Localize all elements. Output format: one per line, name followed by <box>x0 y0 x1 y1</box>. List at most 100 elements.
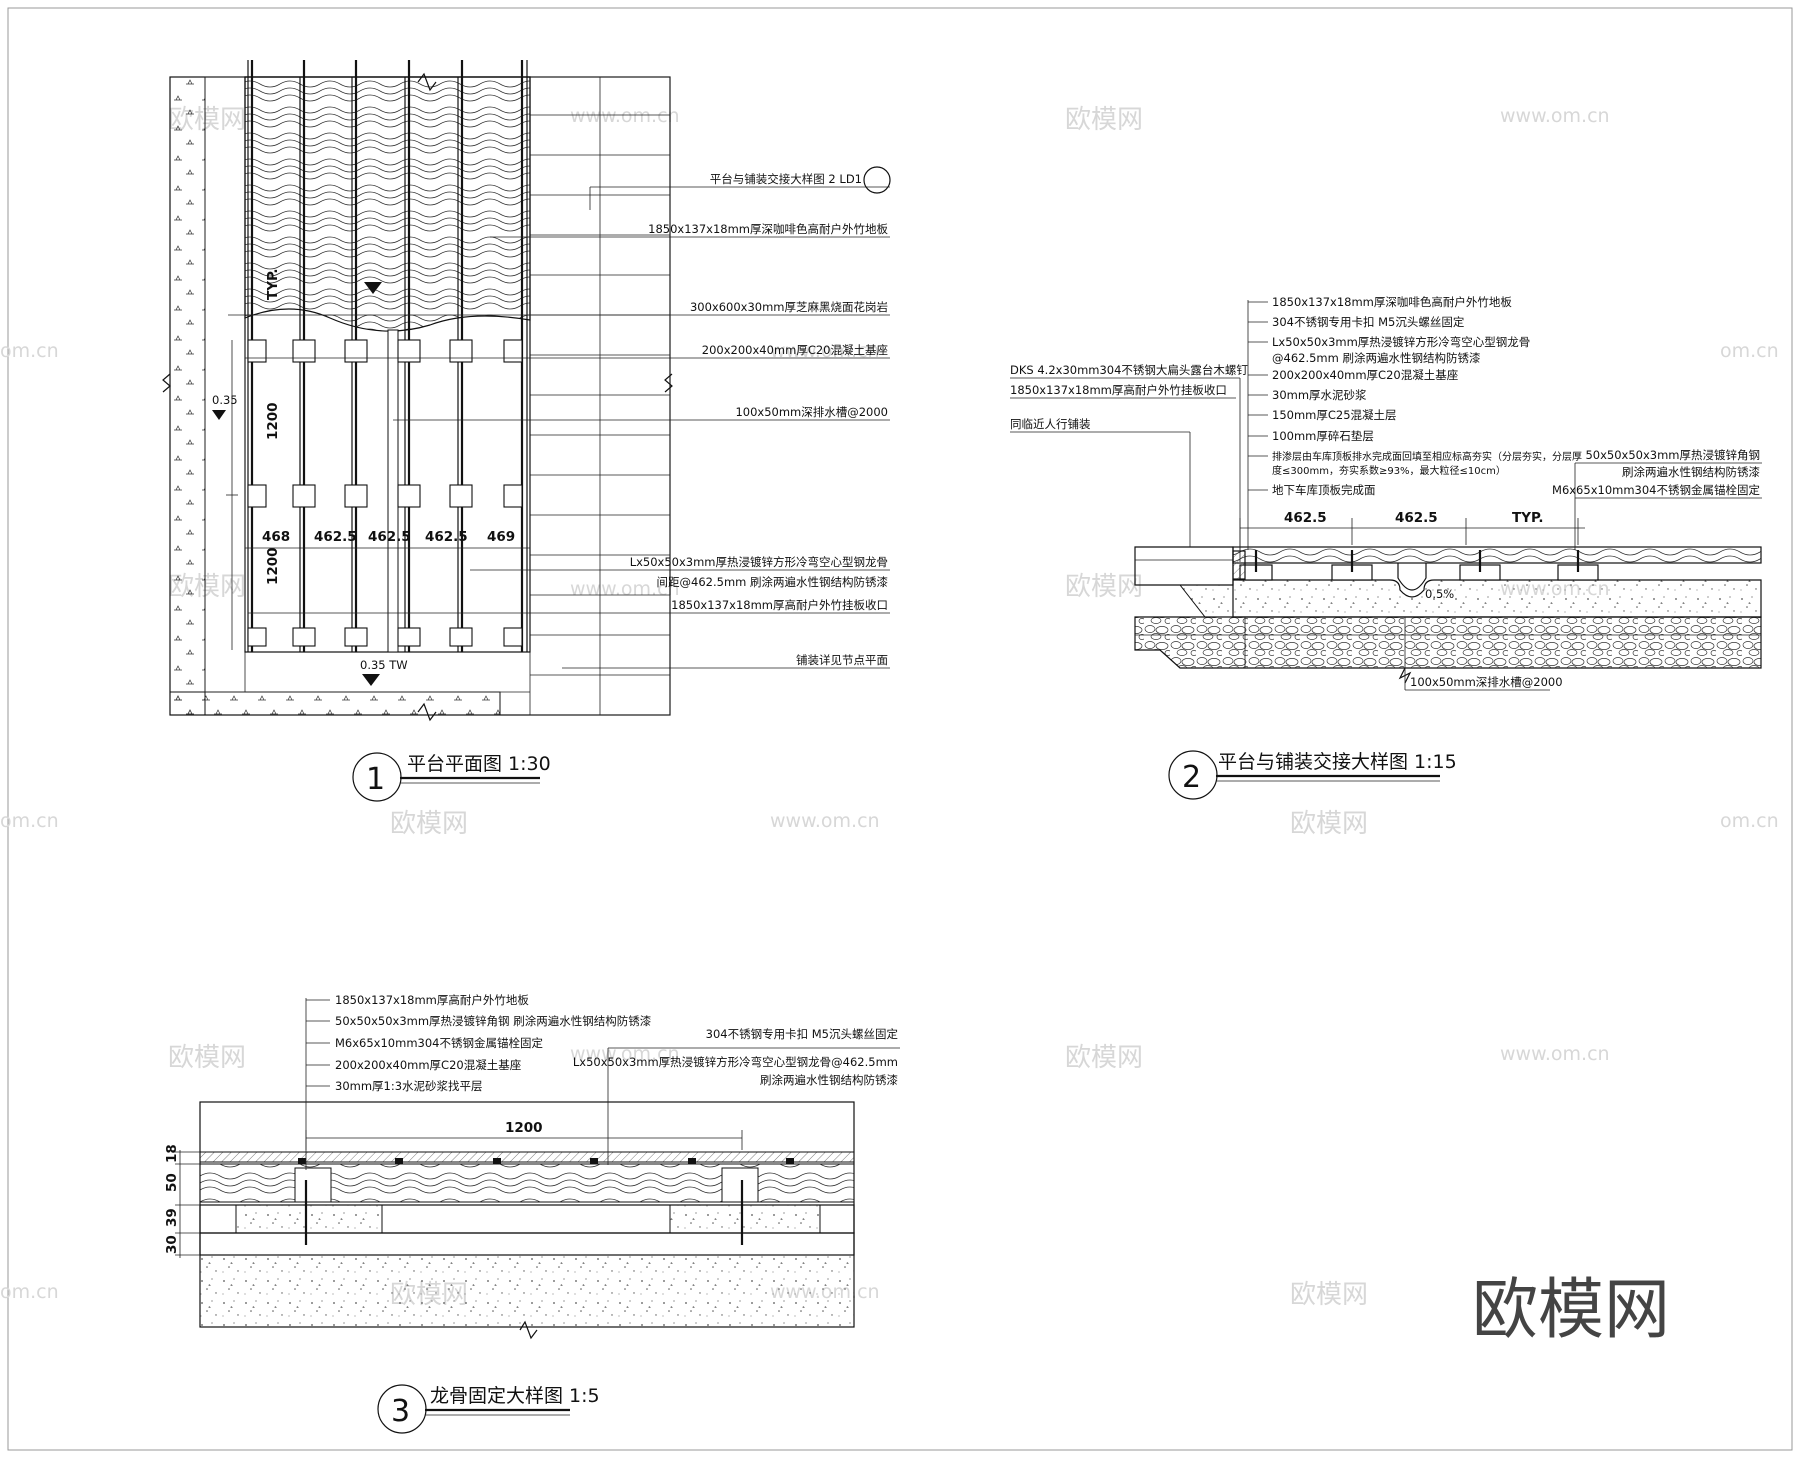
anchor-bolts <box>1254 550 1580 572</box>
board-clips <box>298 1158 794 1164</box>
watermark-url: www.om.cn <box>570 1043 680 1065</box>
section2-label-right: M6x65x10mm304不锈钢金属锚栓固定 <box>1552 483 1760 497</box>
paving-joints <box>530 77 670 715</box>
plan-dim: 469 <box>487 529 515 545</box>
concrete-footing <box>235 1204 383 1234</box>
angle-bracket <box>294 1167 332 1203</box>
section2-label: 150mm厚C25混凝土层 <box>1272 408 1397 422</box>
section-footings <box>1232 550 1599 581</box>
bamboo-decking <box>244 76 531 332</box>
section2-label: 304不锈钢专用卡扣 M5沉头螺丝固定 <box>1272 315 1465 329</box>
section2-label: @462.5mm 刷涂两遍水性钢结构防锈漆 <box>1272 351 1480 365</box>
board-joints <box>247 60 528 652</box>
level-mark: 0.35 TW <box>360 658 408 672</box>
section2-label: 度≤300mm，夯实系数≥93%，最大粒径≤10cm） <box>1272 464 1506 477</box>
section2-label: 100mm厚碎石垫层 <box>1272 429 1374 443</box>
watermark-brand: 欧模网 <box>390 809 468 839</box>
plan-dim-vertical: 1200 <box>265 547 281 585</box>
section2-label-right: 50x50x50x3mm厚热浸镀锌角钢 <box>1585 448 1760 462</box>
plan-dim: 462.5 <box>425 529 468 545</box>
watermark-brand: 欧模网 <box>1065 572 1143 602</box>
section2-leaders <box>1010 300 1762 691</box>
decking-board <box>1232 546 1762 564</box>
base-concrete <box>199 1254 855 1328</box>
section3-dim: 1200 <box>505 1120 543 1136</box>
section2-label: 30mm厚水泥砂浆 <box>1272 388 1367 402</box>
plan-dim-vertical: 1200 <box>265 402 281 440</box>
plan-label: 铺装详见节点平面 <box>796 653 888 667</box>
section-3-drawing: 18 50 39 30 1200 1850x137x18mm厚高耐户外竹地板 5… <box>164 993 900 1434</box>
plan-dim: 462.5 <box>368 529 411 545</box>
drain-channel <box>1397 563 1427 591</box>
section-2-drawing: 462.5 462.5 TYP. 0.5% 1850x137x18mm厚深咖啡色… <box>1010 295 1762 800</box>
section3-dim: 30 <box>164 1235 180 1254</box>
plan-drawing: 468 462.5 462.5 462.5 469 1200 1200 TYP.… <box>162 60 891 802</box>
section3-label: 30mm厚1:3水泥砂浆找平层 <box>335 1079 483 1093</box>
drain-channel <box>387 329 399 653</box>
level-triangle <box>362 674 380 686</box>
watermark-url: www.om.cn <box>570 105 680 127</box>
lawn-strip-bottom <box>169 691 501 716</box>
section2-label-left: DKS 4.2x30mm304不锈钢大扁头露台木螺钉 <box>1010 363 1248 377</box>
section2-label: 地下车库顶板完成面 <box>1272 483 1376 497</box>
watermark-brand: 欧模网 <box>168 1043 246 1073</box>
section2-label-left: 1850x137x18mm厚高耐户外竹挂板收口 <box>1010 383 1227 397</box>
section3-dim: 39 <box>164 1208 180 1227</box>
watermark-brand: 欧模网 <box>1290 1280 1368 1310</box>
watermark-url: www.om.cn <box>770 810 880 832</box>
watermark-url: www.om.cn <box>1500 105 1610 127</box>
plan-dim: 462.5 <box>314 529 357 545</box>
plan-dim: 468 <box>262 529 290 545</box>
gravel-layer <box>1134 616 1762 669</box>
section2-label: 1850x137x18mm厚深咖啡色高耐户外竹地板 <box>1272 295 1512 309</box>
slope-label: 0.5% <box>1425 587 1454 601</box>
angle-bracket <box>721 1167 759 1203</box>
drawing-number: 3 <box>391 1394 410 1429</box>
section2-label: 200x200x40mm厚C20混凝土基座 <box>1272 368 1458 382</box>
drawing-title: 平台平面图 1:30 <box>407 753 551 775</box>
plan-label: 300x600x30mm厚芝麻黑烧面花岗岩 <box>690 300 888 314</box>
section2-label: 排渗层由车库顶板排水完成面回填至相应标高夯实（分层夯实，分层厚 <box>1272 450 1582 463</box>
level-mark: 0.35 <box>212 393 238 407</box>
watermark-url: om.cn <box>1720 810 1779 832</box>
watermark-url: om.cn <box>0 810 59 832</box>
watermark-url: www.om.cn <box>570 578 680 600</box>
section2-label: Lx50x50x3mm厚热浸镀锌方形冷弯空心型钢龙骨 <box>1272 335 1530 349</box>
typ-note: TYP. <box>265 268 281 300</box>
watermark-url: www.om.cn <box>770 340 880 362</box>
brand-logo: 欧模网 <box>1472 1271 1670 1348</box>
level-triangle <box>364 282 382 294</box>
decking-boards <box>199 1151 855 1163</box>
level-triangle <box>212 410 226 420</box>
watermark-brand: 欧模网 <box>1065 1043 1143 1073</box>
lawn-strip-left <box>169 76 206 716</box>
drawing-title: 平台与铺装交接大样图 1:15 <box>1218 751 1457 773</box>
concrete-footing <box>669 1204 821 1234</box>
watermark-brand: 欧模网 <box>1290 809 1368 839</box>
watermark-url: www.om.cn <box>1500 1043 1610 1065</box>
detail-callout-circle <box>863 166 891 194</box>
section3-label: M6x65x10mm304不锈钢金属锚栓固定 <box>335 1036 543 1050</box>
anchor-bolts <box>304 1180 744 1245</box>
section3-label: 1850x137x18mm厚高耐户外竹地板 <box>335 993 529 1007</box>
plan-leaders <box>228 186 890 669</box>
section3-label-right: Lx50x50x3mm厚热浸镀锌方形冷弯空心型钢龙骨@462.5mm <box>573 1055 898 1069</box>
watermark-brand: 欧模网 <box>1065 105 1143 135</box>
paving-base <box>1135 584 1234 618</box>
section3-dim: 50 <box>164 1173 180 1192</box>
plan-dim-lines <box>226 340 530 650</box>
section2-dim: TYP. <box>1512 510 1544 526</box>
section2-dim: 462.5 <box>1395 510 1438 526</box>
plan-label: 1850x137x18mm厚高耐户外竹挂板收口 <box>671 598 888 612</box>
footings <box>247 339 523 647</box>
drawing-title: 龙骨固定大样图 1:5 <box>430 1385 600 1407</box>
adjacent-paving-block <box>1134 546 1234 586</box>
section3-label: 50x50x50x3mm厚热浸镀锌角钢 刷涂两遍水性钢结构防锈漆 <box>335 1014 651 1028</box>
plan-label: 1850x137x18mm厚深咖啡色高耐户外竹地板 <box>648 222 888 236</box>
watermark-url: om.cn <box>1720 340 1779 362</box>
plan-label: Lx50x50x3mm厚热浸镀锌方形冷弯空心型钢龙骨 <box>630 555 888 569</box>
section2-label-left: 同临近人行铺装 <box>1010 417 1091 431</box>
drawing-number: 1 <box>366 762 385 797</box>
watermark-url: om.cn <box>0 340 59 362</box>
